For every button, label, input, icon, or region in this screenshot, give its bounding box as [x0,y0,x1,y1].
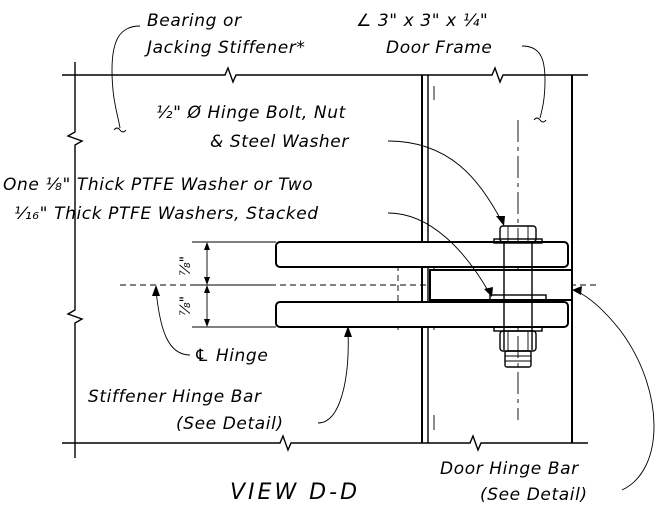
hinge-bolt-label: ½" Ø Hinge Bolt, Nut [156,103,347,123]
lower-gap-dimension: ⅞" [178,296,194,316]
door-hinge-bar-label-2: (See Detail) [480,485,588,505]
stiffener-hinge-bar-label: Stiffener Hinge Bar [88,387,262,407]
stiffener-outline [62,62,588,458]
hinge-centerline-label: ℄ Hinge [194,346,268,366]
upper-hinge-bar [275,241,569,268]
ptfe-washer-label-2: ¹⁄₁₆" Thick PTFE Washers, Stacked [14,204,319,224]
upper-gap-dimension: ⅞" [178,256,194,276]
bearing-stiffener-label: Bearing or [147,11,242,31]
ptfe-washer [489,294,547,302]
leader-lines [111,25,655,491]
angle-door-frame-label: ∠ 3" x 3" x ¼" [356,11,488,31]
ptfe-washer-label: One ⅛" Thick PTFE Washer or Two [3,175,313,195]
hinge-bolt [489,225,547,368]
lower-hinge-bar [275,301,569,328]
angle-door-frame-label-2: Door Frame [386,38,493,58]
stiffener-hinge-bar-label-2: (See Detail) [176,414,284,434]
stiffener-hinge-bars [275,241,569,328]
view-title: VIEW D-D [230,480,360,505]
bearing-stiffener-label-2: Jacking Stiffener* [144,38,305,58]
hinge-bolt-label-2: & Steel Washer [210,132,349,152]
dimension-lines [192,241,276,328]
door-hinge-bar-label: Door Hinge Bar [440,459,579,479]
